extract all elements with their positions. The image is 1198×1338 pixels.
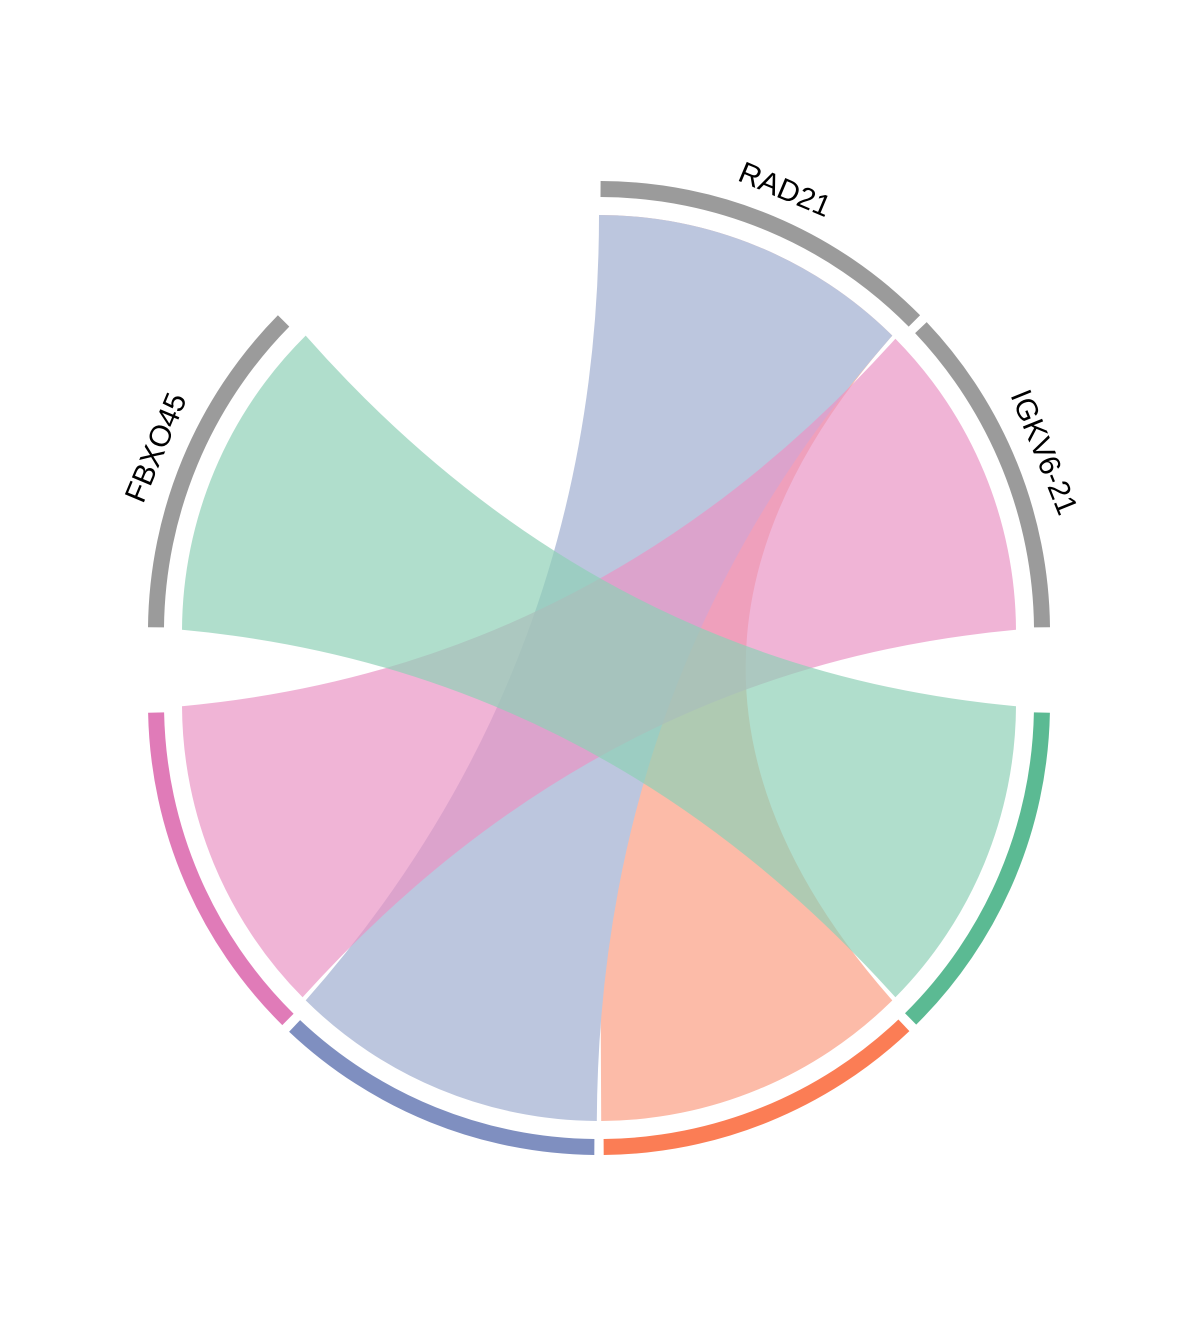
- group-arc-bottom-3: [603, 1019, 910, 1155]
- links-layer: [182, 215, 1016, 1121]
- chord-link-4: [182, 335, 1016, 998]
- group-arc-top-1: [600, 181, 921, 327]
- group-arc-top-2: [915, 322, 1050, 628]
- group-arc-top-3: [148, 315, 290, 628]
- arcs-layer: [148, 181, 1050, 1155]
- group-arc-bottom-1: [148, 712, 294, 1026]
- group-arc-bottom-2: [289, 1020, 595, 1155]
- group-arc-bottom-4: [905, 712, 1050, 1025]
